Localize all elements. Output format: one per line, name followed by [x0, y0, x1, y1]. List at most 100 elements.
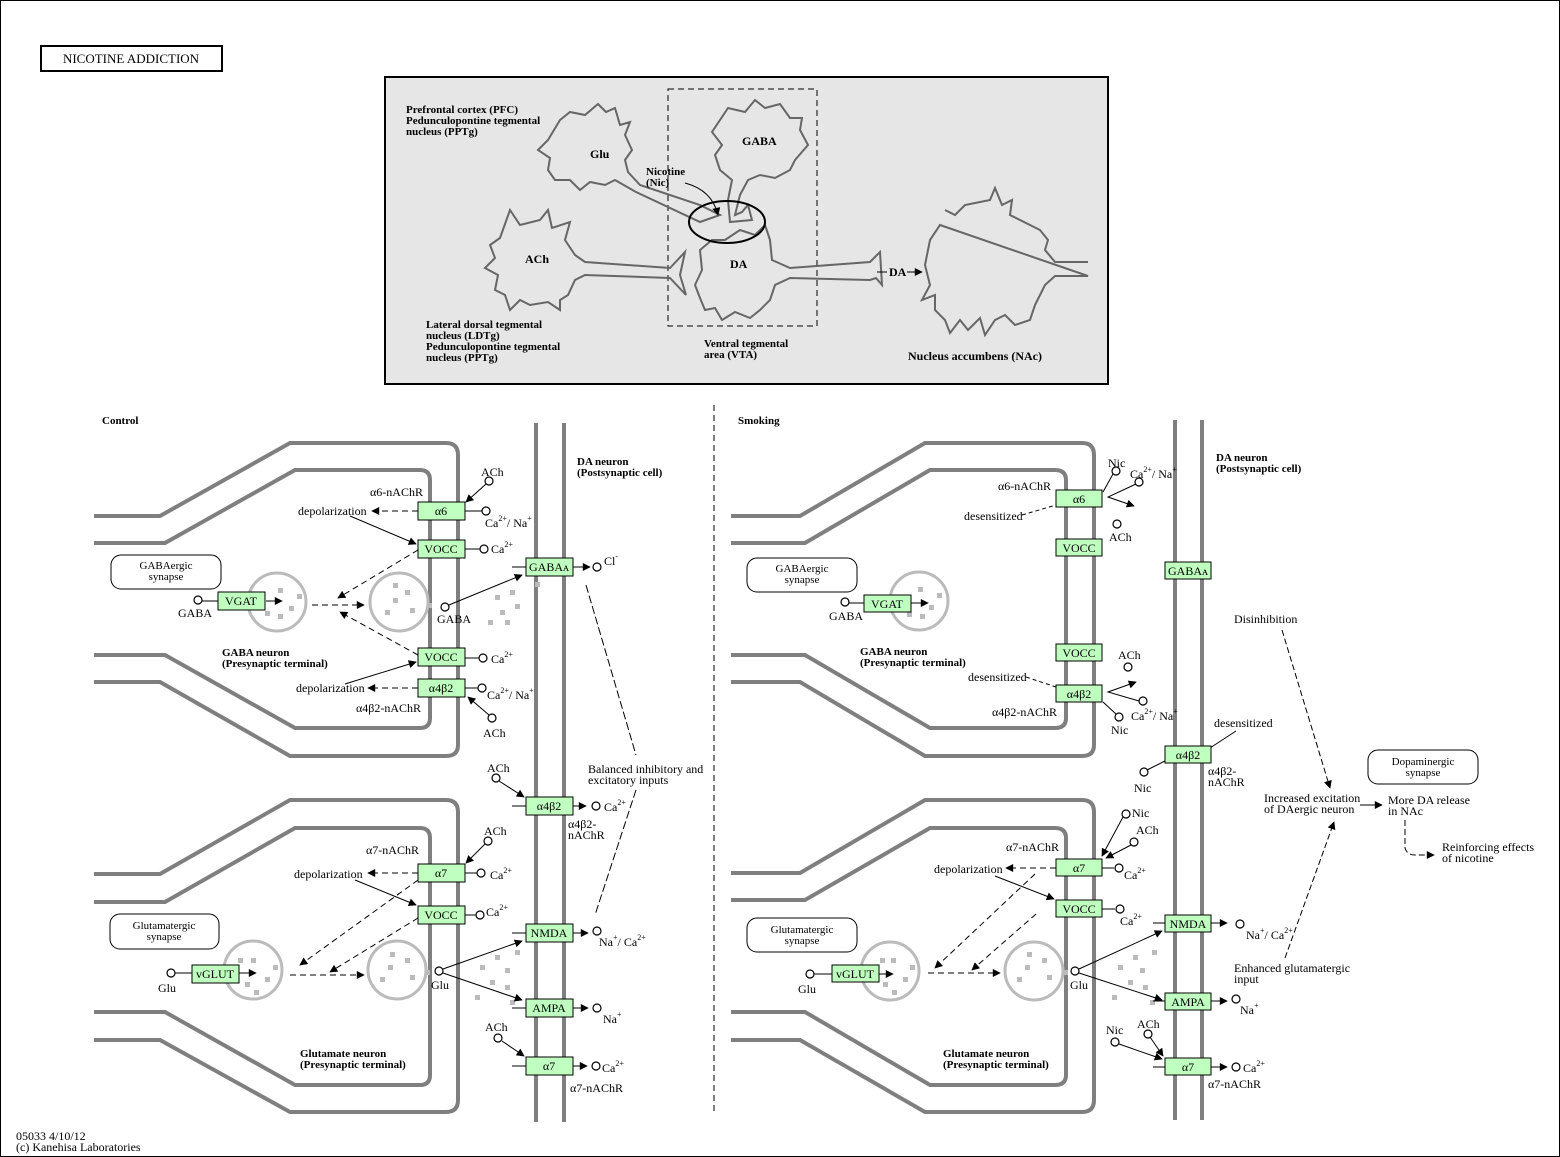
gaba-compound-node[interactable]: [840, 597, 850, 607]
ach-compound-node[interactable]: [1129, 837, 1139, 847]
gene-vocc[interactable]: VOCC: [1055, 643, 1103, 662]
glu-compound-node[interactable]: [805, 969, 815, 979]
svg-text:Glu: Glu: [158, 981, 176, 995]
control-gabaergic-synapse-link[interactable]: GABAergic synapse: [110, 554, 222, 590]
gene-nmda[interactable]: NMDA: [1164, 914, 1212, 933]
nic-compound-node[interactable]: [1114, 712, 1124, 722]
gene-a4b2[interactable]: α4β2: [525, 796, 574, 816]
gene-a7[interactable]: α7: [525, 1056, 574, 1076]
gene-a7[interactable]: α7: [1055, 858, 1103, 877]
ca-na-node[interactable]: [481, 506, 491, 516]
gene-ampa[interactable]: AMPA: [525, 998, 574, 1018]
ach-compound-node[interactable]: [1143, 1029, 1153, 1039]
ach-compound-node[interactable]: [483, 836, 493, 846]
gene-vgat[interactable]: VGAT: [863, 594, 912, 613]
ca-node[interactable]: [475, 910, 485, 920]
gaba-release-node[interactable]: [440, 602, 450, 612]
ca-node[interactable]: [1115, 904, 1125, 914]
svg-text:Glutamatergic: Glutamatergic: [133, 920, 196, 932]
na-node[interactable]: [1231, 994, 1241, 1004]
nic-compound-node[interactable]: [1111, 466, 1121, 476]
gene-vocc[interactable]: VOCC: [1055, 538, 1103, 557]
svg-text:Nic: Nic: [1132, 806, 1149, 820]
ach-compound-node[interactable]: [491, 773, 501, 783]
gene-gabaa[interactable]: GABAᴀ: [1164, 561, 1212, 580]
gene-vgat[interactable]: VGAT: [217, 591, 266, 611]
gene-a7[interactable]: α7: [417, 863, 466, 883]
svg-text:Ca2+: Ca2+: [491, 540, 513, 556]
svg-text:Glu: Glu: [431, 978, 449, 992]
gene-vocc[interactable]: VOCC: [1055, 899, 1103, 918]
ach-compound-node[interactable]: [493, 1033, 503, 1043]
gene-a6[interactable]: α6: [417, 501, 466, 521]
gene-ampa[interactable]: AMPA: [1164, 992, 1212, 1011]
nac-label: Nucleus accumbens (NAc): [908, 349, 1042, 363]
ldtg-label-2: nucleus (LDTg): [426, 330, 500, 342]
svg-text:input: input: [1234, 972, 1259, 986]
gene-gabaa[interactable]: GABAᴀ: [525, 557, 574, 577]
na-ca-node[interactable]: [1235, 919, 1245, 929]
dopaminergic-synapse-link[interactable]: Dopaminergic synapse: [1367, 749, 1479, 785]
svg-text:VGAT: VGAT: [871, 597, 904, 611]
ca-node[interactable]: [476, 868, 486, 878]
control-panel: Control DA neuron (Postsynaptic cell) GA…: [94, 415, 703, 1122]
glu-compound-node[interactable]: [166, 968, 176, 978]
nicotine-label-2: (Nic): [646, 177, 670, 189]
control-heading: Control: [102, 415, 138, 427]
ca-node[interactable]: [479, 544, 489, 554]
gene-vglut[interactable]: vGLUT: [831, 964, 880, 983]
na-ca-node[interactable]: [592, 926, 602, 936]
ach-compound-node[interactable]: [1112, 519, 1122, 529]
svg-text:nAChR: nAChR: [568, 828, 605, 842]
na-node[interactable]: [592, 1003, 602, 1013]
ach-compound-node[interactable]: [1123, 662, 1133, 672]
svg-text:Ca2+: Ca2+: [490, 866, 512, 882]
ca-node[interactable]: [1231, 1062, 1241, 1072]
svg-text:ACh: ACh: [483, 726, 506, 740]
ca-node[interactable]: [478, 653, 488, 663]
nic-compound-node[interactable]: [1139, 767, 1149, 777]
footer-id-date: 05033 4/10/12: [16, 1129, 86, 1143]
nic-compound-node[interactable]: [1110, 1037, 1120, 1047]
ca-na-node[interactable]: [477, 683, 487, 693]
gene-a7[interactable]: α7: [1164, 1057, 1212, 1076]
smoking-gabaergic-synapse-link[interactable]: GABAergic synapse: [746, 557, 858, 593]
gene-nmda[interactable]: NMDA: [525, 923, 574, 943]
svg-text:VOCC: VOCC: [424, 908, 457, 922]
glu-release-node[interactable]: [434, 966, 444, 976]
map-title[interactable]: NICOTINE ADDICTION: [40, 45, 223, 72]
ca-na-node[interactable]: [1138, 696, 1148, 706]
cl-node[interactable]: [592, 562, 602, 572]
gene-vglut[interactable]: vGLUT: [191, 964, 240, 984]
smoking-panel: Smoking DA neuron (Postsynaptic cell) GA…: [731, 415, 1534, 1120]
gene-vocc[interactable]: VOCC: [417, 539, 466, 559]
gene-a4b2[interactable]: α4β2: [1164, 745, 1212, 764]
ca-node[interactable]: [591, 801, 601, 811]
gene-a6[interactable]: α6: [1055, 489, 1103, 508]
ca-node[interactable]: [591, 1061, 601, 1071]
svg-text:Ca2+: Ca2+: [602, 1059, 624, 1075]
smoking-glutamatergic-synapse-link[interactable]: Glutamatergic synapse: [746, 917, 858, 953]
nicotine-binding-oval: [688, 200, 766, 244]
ca-na-node[interactable]: [1134, 477, 1144, 487]
svg-text:synapse: synapse: [785, 574, 820, 586]
ca-node[interactable]: [1114, 863, 1124, 873]
gene-vocc[interactable]: VOCC: [417, 905, 466, 925]
control-glutamatergic-synapse-link[interactable]: Glutamatergic synapse: [109, 913, 220, 950]
depolarization-label: depolarization: [296, 681, 365, 695]
nic-compound-node[interactable]: [1121, 809, 1131, 819]
gaba-compound-node[interactable]: [193, 595, 203, 605]
ach-compound-node[interactable]: [487, 713, 497, 723]
ach-compound-node[interactable]: [484, 476, 494, 486]
glu-release-node[interactable]: [1070, 966, 1080, 976]
nicotine-label-1: Nicotine: [646, 166, 685, 178]
gene-vocc[interactable]: VOCC: [417, 647, 466, 667]
svg-text:Ca2+: Ca2+: [491, 650, 513, 666]
control-da-neuron-label-2: (Postsynaptic cell): [577, 467, 663, 479]
gaba-neuron-shape: [710, 98, 810, 224]
svg-text:(Presynaptic terminal): (Presynaptic terminal): [943, 1059, 1049, 1071]
svg-text:synapse: synapse: [149, 571, 184, 583]
gene-a4b2[interactable]: α4β2: [417, 678, 466, 698]
svg-text:depolarization: depolarization: [934, 862, 1003, 876]
gene-a4b2[interactable]: α4β2: [1055, 684, 1103, 703]
